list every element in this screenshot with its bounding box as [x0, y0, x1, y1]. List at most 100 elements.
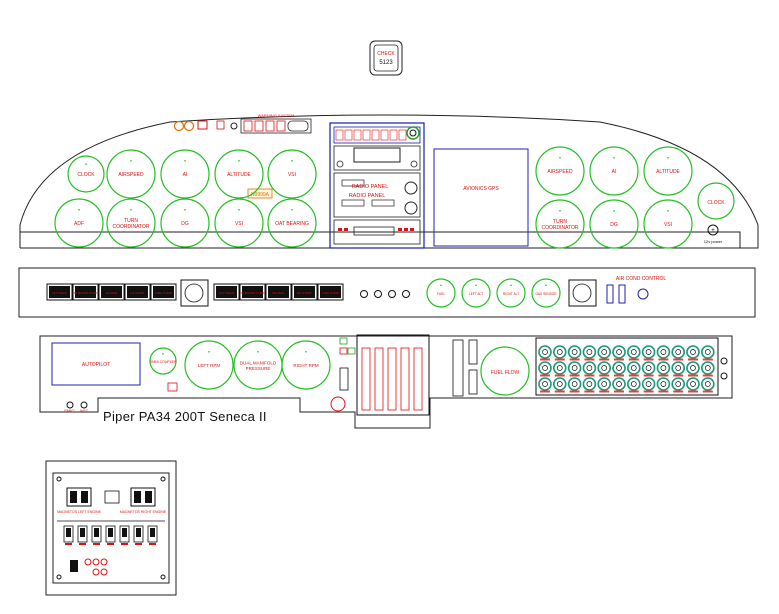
circuit-breaker[interactable] — [671, 361, 686, 375]
circuit-breaker[interactable] — [612, 377, 626, 391]
circuit-breaker[interactable] — [656, 377, 671, 391]
circuit-breaker[interactable] — [567, 377, 582, 391]
switch-label: LH START — [130, 291, 144, 295]
circuit-breaker[interactable] — [612, 345, 626, 359]
circuit-breaker[interactable] — [686, 377, 700, 391]
circuit-breaker[interactable] — [538, 361, 552, 375]
subpanel-switch[interactable] — [133, 525, 144, 545]
subpanel-switch[interactable] — [63, 525, 74, 545]
circuit-breaker[interactable] — [582, 361, 597, 375]
switch-lh-mag[interactable]: LH MAG — [98, 283, 125, 301]
right-clock-gauge — [697, 182, 735, 220]
circuit-breaker[interactable] — [567, 361, 582, 375]
circuit-breaker[interactable] — [656, 361, 671, 375]
autopilot-box — [51, 342, 141, 386]
circuit-breaker[interactable] — [552, 377, 567, 391]
circuit-breaker[interactable] — [641, 361, 656, 375]
switch-rh-mag[interactable]: RH MAG — [265, 283, 292, 301]
left-rpm-gauge: LEFT RPM — [184, 340, 234, 390]
circuit-breaker[interactable] — [626, 345, 641, 359]
circuit-breaker[interactable] — [626, 377, 641, 391]
omni-coupler-label: OMNI COUPLER — [149, 360, 177, 364]
switch-rh-boost-pump[interactable]: RH BOOST PUMP — [239, 283, 266, 301]
switch-panel-square-right — [568, 279, 597, 307]
radio-panel-label-2: RADIO PANEL — [349, 193, 386, 199]
circuit-breaker[interactable] — [700, 345, 715, 359]
switch-lh-start[interactable]: LH START — [124, 283, 151, 301]
subpanel-switch[interactable] — [119, 525, 130, 545]
dg-gauge: DG — [589, 199, 639, 249]
airspeed-label: AIRSPEED — [547, 169, 573, 175]
circuit-breaker[interactable] — [626, 361, 641, 375]
gas-sensor-label: GAS SENSOR — [535, 292, 557, 296]
circuit-breaker[interactable] — [641, 377, 656, 391]
switch-alt-field[interactable]: ALT FIELD — [46, 283, 73, 301]
svg-text:+: + — [711, 228, 715, 234]
magneto-subpanel — [45, 460, 177, 596]
circuit-breaker[interactable] — [552, 345, 567, 359]
subpanel-switch[interactable] — [147, 525, 158, 545]
circuit-breaker[interactable] — [582, 345, 597, 359]
altitude-gauge: ALTITUDE — [214, 149, 264, 199]
air-cond-lever-1 — [606, 284, 614, 304]
switch-panel — [18, 267, 756, 318]
clock-gauge: CLOCK — [67, 155, 105, 193]
check-badge: CHECK 5123 — [369, 40, 403, 76]
knob-label-inst: INST — [80, 409, 89, 413]
circuit-breaker[interactable] — [686, 345, 700, 359]
switch-rh-boost-pump[interactable]: RH BOOST PUMP — [72, 283, 99, 301]
fuel-flow-gauge — [480, 346, 530, 396]
dg-gauge: DG — [160, 198, 210, 248]
radio-stack: RADIO PANEL RADIO PANEL — [329, 122, 425, 249]
adf-gauge: ADF — [54, 198, 104, 248]
switch-rh-start[interactable]: RH START — [291, 283, 318, 301]
autopilot-label: AUTOPILOT — [82, 362, 110, 368]
circuit-breaker[interactable] — [567, 345, 582, 359]
circuit-breaker[interactable] — [597, 361, 612, 375]
circuit-breaker[interactable] — [538, 345, 552, 359]
switch-fuel-pump[interactable]: FUEL PUMP — [317, 283, 344, 301]
airspeed-gauge: AIRSPEED — [106, 149, 156, 199]
badge-line1: CHECK — [377, 51, 395, 57]
circuit-breaker[interactable] — [671, 345, 686, 359]
power-label: 12v power — [704, 239, 723, 244]
subpanel-switch[interactable] — [105, 525, 116, 545]
switch-label: RH BOOST PUMP — [73, 291, 98, 295]
circuit-breaker[interactable] — [582, 377, 597, 391]
circuit-breaker[interactable] — [552, 361, 567, 375]
subpanel-switch[interactable] — [91, 525, 102, 545]
subpanel-switch[interactable] — [77, 525, 88, 545]
altitude-gauge: ALTITUDE — [643, 146, 693, 196]
circuit-breaker[interactable] — [538, 377, 552, 391]
turn-coordinator-label: TURN — [124, 218, 138, 224]
left-rpm-label: LEFT RPM — [198, 363, 220, 368]
circuit-breaker[interactable] — [597, 377, 612, 391]
small-knobs — [360, 290, 410, 298]
oat-bearing-gauge: OAT BEARING — [267, 198, 317, 248]
switch-label: RH START — [297, 291, 312, 295]
circuit-breaker[interactable] — [700, 377, 715, 391]
vsi-gauge: VSI — [643, 199, 693, 249]
dual-manifold-pressure-label: PRESSURE — [246, 366, 271, 371]
circuit-breaker[interactable] — [656, 345, 671, 359]
circuit-breaker[interactable] — [671, 377, 686, 391]
switch-label: FUEL PUMP — [322, 291, 339, 295]
vsi-gauge: VSI — [267, 149, 317, 199]
circuit-breaker[interactable] — [597, 345, 612, 359]
breaker-panel — [535, 337, 719, 396]
switch-fuel-pump[interactable]: FUEL PUMP — [150, 283, 177, 301]
switch-label: FUEL PUMP — [155, 291, 172, 295]
circuit-breaker[interactable] — [700, 361, 715, 375]
right-clock-label: CLOCK — [707, 200, 725, 206]
switch-alt-field[interactable]: ALT FIELD — [213, 283, 240, 301]
circuit-breaker[interactable] — [641, 345, 656, 359]
switch-label: RH BOOST PUMP — [240, 291, 265, 295]
circuit-breaker[interactable] — [612, 361, 626, 375]
vsi-label: VSI — [288, 172, 296, 178]
badge-line2: 5123 — [379, 60, 393, 66]
avionics-label: AVIONICS GPS — [463, 186, 499, 192]
circuit-breaker[interactable] — [686, 361, 700, 375]
